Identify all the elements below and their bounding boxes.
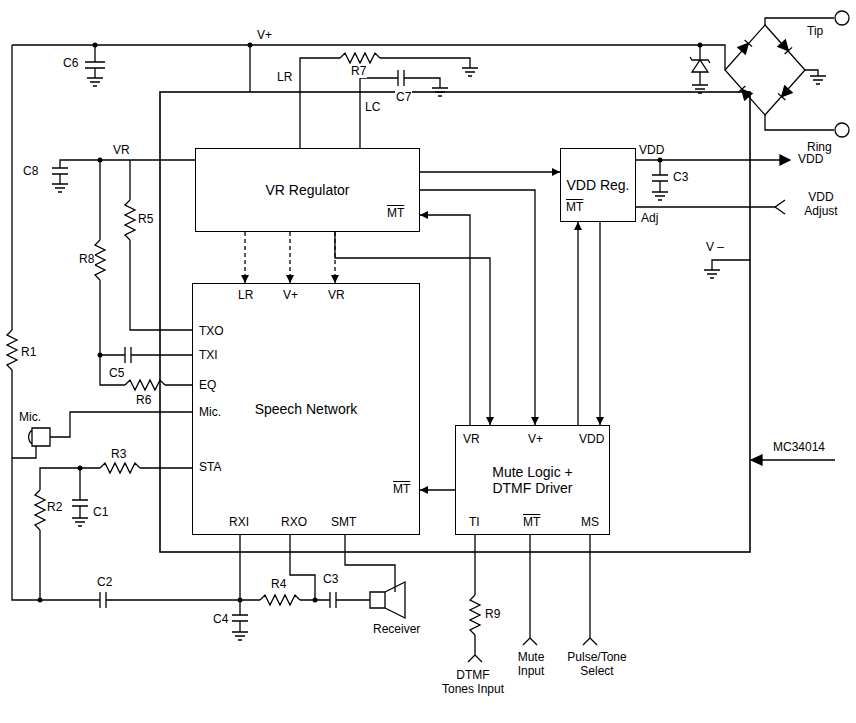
terminal	[835, 123, 849, 137]
line-rail	[12, 45, 725, 70]
microphone-symbol	[29, 428, 50, 446]
callout-number: C6	[62, 56, 79, 70]
callout-number: R9	[484, 607, 501, 621]
pin-label: VDD	[578, 432, 605, 446]
pin-label: DTMF Tones Input	[438, 668, 508, 696]
block-title: Speech Network	[255, 401, 358, 417]
callout-number: C3	[322, 572, 339, 586]
pin-label: VDD	[797, 152, 824, 166]
pin-label: Mute Input	[507, 650, 555, 678]
callout-number: C1	[92, 505, 109, 519]
pin-label: VDD Adjust	[790, 190, 852, 218]
block-title: VDD Reg.	[566, 177, 629, 193]
callout-number: C3	[672, 170, 689, 184]
callout-number: R6	[135, 393, 152, 407]
speech-network-block: Speech Network	[192, 283, 420, 535]
pin-label: STA	[198, 460, 222, 474]
pin-label: Pulse/Tone Select	[556, 650, 638, 678]
pin-label: MT	[565, 200, 584, 214]
pin-label: Mic.	[198, 405, 222, 419]
pin-label: MT	[392, 482, 411, 496]
pin-label: V+	[527, 432, 544, 446]
pin-label: MC34014	[772, 440, 826, 454]
callout-number: R1	[20, 345, 37, 359]
pin-label: V+	[256, 28, 273, 42]
pin-label: VR	[112, 143, 131, 157]
pin-label: MS	[580, 515, 600, 529]
pin-label: RXI	[228, 515, 250, 529]
callout-number: C8	[22, 164, 39, 178]
pin-label: MT	[522, 515, 541, 529]
callout-number: R4	[270, 577, 287, 591]
terminal	[835, 11, 849, 25]
pin-label: EQ	[198, 378, 217, 392]
pin-label: VR	[327, 288, 346, 302]
pin-label: Tip	[806, 24, 824, 38]
pin-label: V+	[282, 288, 299, 302]
signal-arrow	[420, 489, 455, 490]
pin-label: LR	[276, 70, 293, 84]
callout-number: C2	[96, 575, 113, 589]
signal-arrow	[420, 171, 560, 172]
callout-number: R8	[78, 252, 95, 266]
pin-label: MT	[386, 206, 405, 220]
diode-bridge	[725, 25, 805, 115]
pin-label: V –	[705, 240, 725, 254]
pin-label: Receiver	[372, 622, 421, 636]
pin-label: TI	[468, 515, 481, 529]
signal-arrow	[577, 222, 578, 425]
callout-number: R2	[46, 500, 63, 514]
pin-label: VDD	[638, 143, 665, 157]
capacitor-symbol	[85, 45, 105, 78]
block-title: Mute Logic + DTMF Driver	[478, 464, 588, 496]
ic-outline	[160, 92, 750, 552]
pin-label: Adj	[640, 211, 659, 225]
callout-number: C4	[212, 612, 229, 626]
pin-label: LR	[237, 288, 254, 302]
block-title: VR Regulator	[265, 182, 349, 198]
pin-label: RXO	[280, 515, 308, 529]
callout-number: R3	[110, 447, 127, 461]
callout-number: C7	[395, 90, 412, 104]
callout-number: R5	[137, 212, 154, 226]
signal-arrow	[420, 190, 535, 425]
pin-label: TXO	[198, 324, 225, 338]
receiver-symbol	[370, 582, 405, 618]
callout-number: C5	[108, 366, 125, 380]
pin-label: VR	[462, 432, 481, 446]
signal-arrow	[420, 215, 470, 425]
pin-label: TXI	[198, 348, 219, 362]
callout-number: R7	[350, 64, 367, 78]
signal-arrow	[289, 232, 290, 283]
signal-arrow	[599, 222, 600, 425]
pin-label: Mic.	[18, 410, 42, 424]
pin-label: LC	[364, 100, 381, 114]
signal-arrow	[244, 232, 245, 283]
zener-symbol	[690, 45, 710, 85]
pin-label: SMT	[330, 515, 357, 529]
